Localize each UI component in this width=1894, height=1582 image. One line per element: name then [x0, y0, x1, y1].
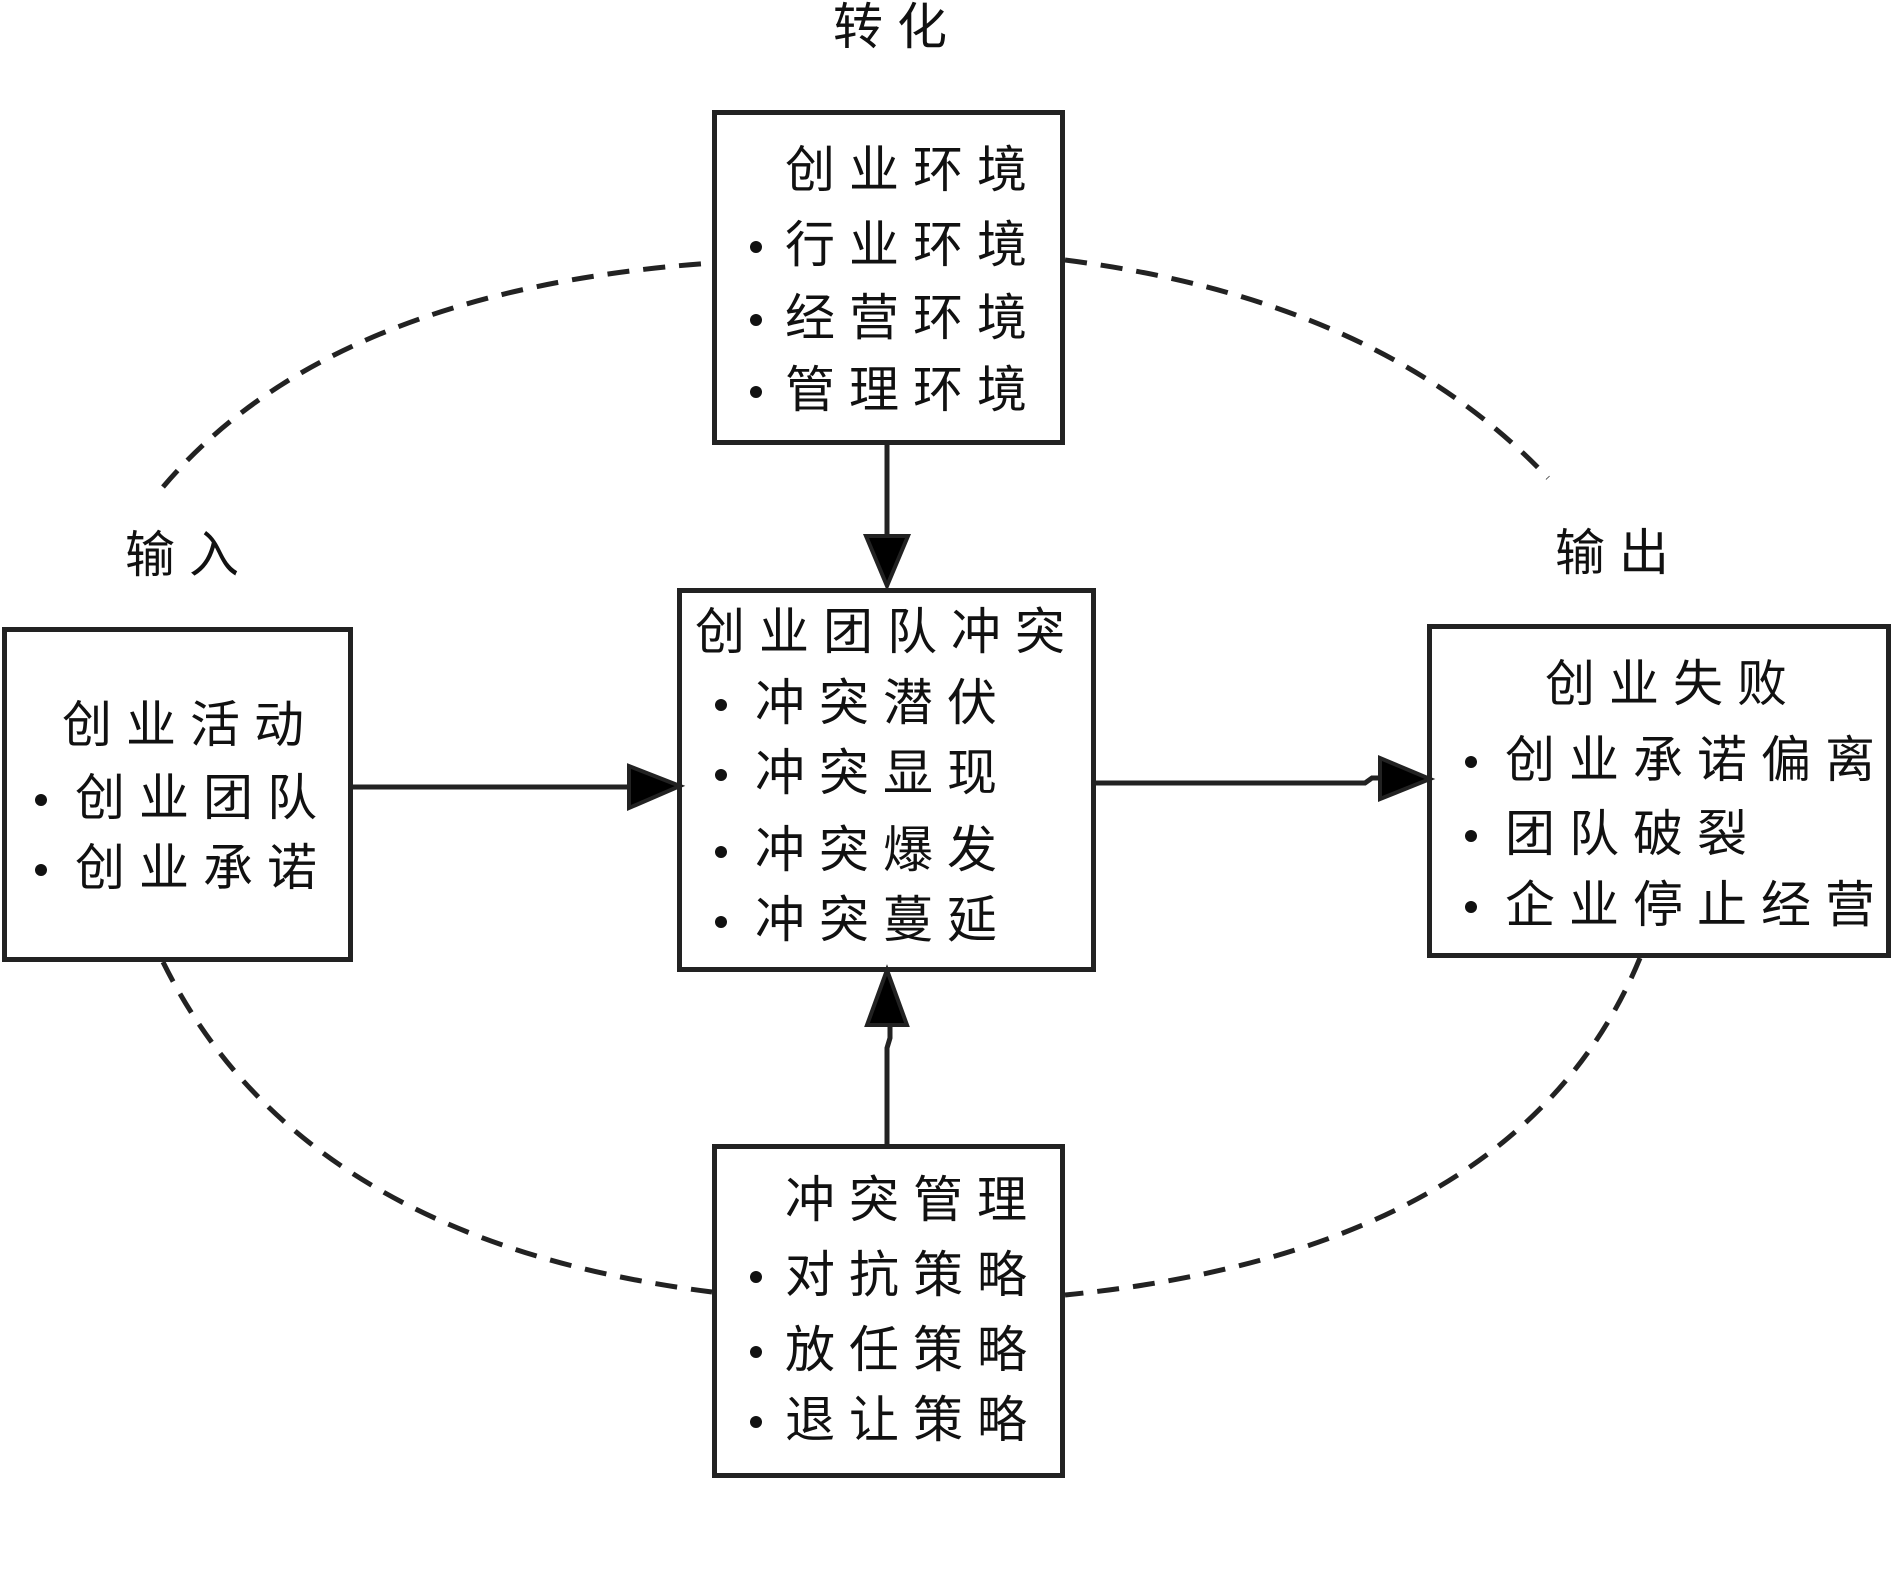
node-environment: [712, 110, 1065, 445]
bullet-icon: [750, 1271, 762, 1283]
node-output-item: 创业承诺偏离: [1505, 731, 1889, 789]
node-environment-item: 经营环境: [785, 289, 1041, 347]
node-management-title: 冲突管理: [785, 1171, 1041, 1229]
node-output-item: 企业停止经营: [1505, 876, 1889, 934]
arrowhead-input-to-conflict: [627, 763, 686, 812]
node-output: [1427, 624, 1891, 958]
bullet-icon: [750, 386, 762, 398]
bullet-icon: [1465, 756, 1477, 768]
node-conflict: [677, 588, 1096, 972]
dashed-arc-management-to-input: [160, 960, 713, 1295]
node-environment-item: 管理环境: [785, 361, 1041, 419]
node-conflict-item: 冲突爆发: [755, 821, 1011, 879]
bullet-icon: [715, 916, 727, 928]
node-environment-item: 行业环境: [785, 216, 1041, 274]
bullet-icon: [35, 864, 47, 876]
edge-conflict-to-output: [1096, 775, 1392, 786]
node-input-title: 创业活动: [62, 696, 318, 754]
bullet-icon: [715, 769, 727, 781]
node-management-item: 对抗策略: [785, 1246, 1041, 1304]
node-input-item: 创业团队: [75, 769, 331, 827]
bullet-icon: [715, 699, 727, 711]
node-management-item: 退让策略: [785, 1391, 1041, 1449]
dashed-arc-environment-to-output: [1064, 257, 1550, 480]
bullet-icon: [715, 846, 727, 858]
arrowhead-environment-to-conflict: [862, 534, 912, 592]
edge-management-to-conflict: [884, 1020, 893, 1144]
bullet-icon: [750, 314, 762, 326]
node-output-item: 团队破裂: [1505, 805, 1761, 863]
node-output-title: 创业失败: [1545, 655, 1801, 713]
arrowhead-conflict-to-output: [1378, 754, 1436, 802]
node-conflict-item: 冲突显现: [755, 744, 1011, 802]
dashed-arc-output-to-management: [1064, 957, 1643, 1298]
stage-label-output: 输出: [1555, 524, 1683, 582]
bullet-icon: [750, 241, 762, 253]
arrowhead-management-to-conflict: [864, 964, 910, 1027]
dashed-arc-input-to-environment: [161, 260, 713, 489]
bullet-icon: [750, 1416, 762, 1428]
node-environment-title: 创业环境: [785, 141, 1041, 199]
bullet-icon: [1465, 830, 1477, 842]
bullet-icon: [750, 1346, 762, 1358]
node-input: [2, 627, 353, 962]
bullet-icon: [1465, 901, 1477, 913]
stage-label-input: 输入: [125, 526, 253, 584]
node-management: [712, 1144, 1065, 1478]
node-conflict-item: 冲突潜伏: [755, 674, 1011, 732]
stage-label-transformation: 转化: [833, 0, 961, 56]
node-conflict-title: 创业团队冲突: [695, 603, 1079, 661]
bullet-icon: [35, 794, 47, 806]
node-input-item: 创业承诺: [75, 839, 331, 897]
node-management-item: 放任策略: [785, 1321, 1041, 1379]
node-conflict-item: 冲突蔓延: [755, 891, 1011, 949]
